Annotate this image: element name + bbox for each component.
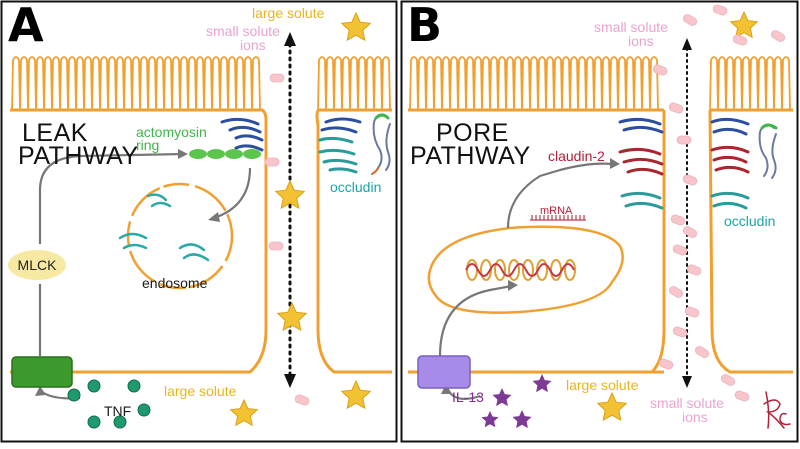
ion-icon: [771, 30, 785, 42]
ion-icon: [683, 226, 697, 238]
tnf-label: TNF: [104, 403, 132, 419]
occludin-molecule-icon: [758, 123, 778, 179]
panel-b-large-solute-label: large solute: [566, 377, 639, 393]
tight-junction-icon: [618, 117, 750, 210]
ion-icon: [669, 286, 683, 298]
ion-icon: [672, 244, 688, 256]
star-icon: [340, 379, 372, 410]
endosome-label: endosome: [142, 275, 208, 291]
il13-label: IL-13: [452, 389, 484, 405]
panel-b-frame: [400, 0, 799, 443]
star-icon: [532, 374, 552, 393]
star-icon: [276, 301, 308, 332]
ion-icon: [684, 306, 700, 318]
mrna-icon: [530, 215, 586, 221]
tight-junction-icon: [220, 117, 362, 174]
dna-icon: [465, 259, 576, 281]
signature-icon: [763, 391, 791, 429]
claudin-label: claudin-2: [548, 148, 605, 164]
panel-a-large-solute-top-label: large solute: [252, 5, 325, 21]
ion-icon: [294, 394, 310, 406]
panel-b-ions-top-label: ions: [628, 33, 654, 49]
ion-icon: [652, 64, 668, 76]
panel-a-occludin-label: occludin: [330, 179, 382, 195]
arrow-icon: [35, 149, 220, 396]
cell-membranes: [10, 108, 793, 374]
actomyosin-label: actomyosin: [136, 124, 207, 140]
ion-icon: [682, 174, 698, 186]
mlck-label: MLCK: [8, 250, 66, 280]
star-icon: [596, 391, 628, 422]
actomyosin-ring-icon: [189, 149, 261, 159]
panel-a-ions-label: ions: [240, 37, 266, 53]
large-solute-stars: [229, 10, 759, 427]
panel-b-letter: B: [407, 0, 443, 52]
arrow-icon: [441, 158, 620, 394]
tnf-molecules-icon: [67, 379, 151, 429]
panel-a-letter: A: [8, 0, 44, 52]
ion-icon: [670, 214, 686, 226]
panel-b-ions-bottom-label: ions: [682, 409, 708, 425]
panel-a-pathway-line1: LEAK: [22, 119, 88, 147]
star-icon: [729, 10, 759, 39]
ion-icon: [658, 358, 674, 370]
mrna-label: mRNA: [540, 205, 573, 217]
star-icon: [492, 388, 512, 407]
ion-icon: [269, 73, 285, 83]
microvilli-segment: [709, 56, 791, 111]
star-icon: [340, 11, 372, 42]
panel-a-small-solute-label: small solute: [206, 23, 280, 39]
mlck-kinase-box: [11, 356, 73, 388]
small-solute-ions: [264, 4, 785, 406]
mlck-text: MLCK: [17, 257, 57, 273]
ion-icon: [734, 390, 750, 402]
ion-icon: [712, 4, 728, 16]
panel-b-occludin-label: occludin: [724, 213, 776, 229]
panel-a-frame: [0, 0, 398, 443]
panel-b-pathway-line1: PORE: [436, 119, 509, 147]
il13-molecules-icon: [481, 374, 552, 429]
ion-icon: [732, 34, 748, 46]
ion-icon: [686, 264, 702, 276]
ion-icon: [668, 102, 684, 114]
ion-icon: [721, 374, 735, 386]
star-icon: [274, 179, 306, 210]
star-icon: [512, 410, 532, 429]
microvilli-segment: [317, 56, 391, 111]
nucleus-icon: [427, 225, 624, 314]
panel-a-large-solute-bottom-label: large solute: [164, 383, 237, 399]
ion-icon: [268, 241, 284, 251]
ion-icon: [264, 157, 280, 167]
microvilli-segment: [11, 56, 261, 111]
panel-b-paracellular-arrow: [682, 38, 692, 388]
ion-icon: [672, 326, 688, 338]
panel-b-small-solute-top-label: small solute: [594, 19, 668, 35]
actomyosin-ring-label: ring: [136, 137, 160, 153]
il13-receptor-box: [417, 355, 471, 389]
panel-b-small-solute-bottom-label: small solute: [650, 395, 724, 411]
ion-icon: [695, 346, 709, 358]
occludin-molecule-icon: [371, 113, 391, 175]
ion-icon: [676, 135, 692, 145]
panel-a-paracellular-arrow: [284, 32, 296, 388]
star-icon: [229, 398, 259, 427]
panel-a-pathway-line2: PATHWAY: [18, 142, 139, 170]
microvilli-segment: [409, 56, 659, 111]
endosome-icon: [118, 182, 234, 290]
star-icon: [481, 411, 499, 428]
ion-icon: [683, 14, 697, 26]
panel-b-pathway-line2: PATHWAY: [410, 142, 531, 170]
